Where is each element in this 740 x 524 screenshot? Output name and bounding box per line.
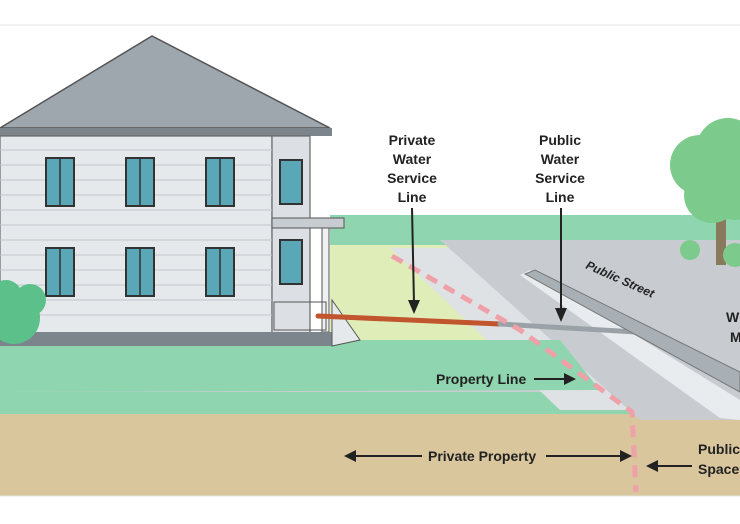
foundation bbox=[0, 332, 332, 346]
private-line-label-2: Water bbox=[393, 151, 432, 167]
tree bbox=[670, 118, 740, 267]
property-line-arrow bbox=[534, 373, 576, 385]
public-line-label-4: Line bbox=[546, 189, 575, 205]
front-grass bbox=[0, 340, 600, 392]
public-water-service-pipe bbox=[497, 321, 639, 335]
water-main-label-2: M bbox=[730, 329, 740, 345]
private-water-service-pipe bbox=[315, 313, 503, 327]
public-space-arrow bbox=[646, 460, 692, 472]
public-space-label-1: Public bbox=[698, 441, 740, 457]
public-line-label-2: Water bbox=[541, 151, 580, 167]
public-line-label-3: Service bbox=[535, 170, 585, 186]
porch-roof bbox=[271, 217, 345, 229]
water-main-pipe bbox=[523, 269, 740, 393]
private-line-label-4: Line bbox=[398, 189, 427, 205]
shrub bbox=[0, 280, 46, 344]
private-property-arrow bbox=[344, 450, 632, 462]
private-line-label-1: Private bbox=[389, 132, 436, 148]
public-line-label-1: Public bbox=[539, 132, 581, 148]
soil-layer bbox=[0, 412, 740, 496]
private-line-arrow bbox=[408, 207, 420, 314]
public-water-service-line-label: Public Water Service Line bbox=[535, 132, 585, 205]
far-grass bbox=[330, 215, 740, 245]
porch-steps bbox=[331, 298, 361, 347]
roof-eave bbox=[0, 128, 332, 136]
house bbox=[0, 35, 361, 347]
public-space-label-2: Space bbox=[698, 461, 739, 477]
private-property-label: Private Property bbox=[428, 448, 536, 464]
property-line-label: Property Line bbox=[436, 371, 526, 387]
public-line-arrow bbox=[555, 208, 567, 322]
property-line-dashes bbox=[390, 253, 639, 493]
private-water-service-line-label: Private Water Service Line bbox=[387, 132, 437, 205]
water-main-label-1: W bbox=[726, 309, 740, 325]
private-line-label-3: Service bbox=[387, 170, 437, 186]
curb bbox=[520, 270, 740, 420]
